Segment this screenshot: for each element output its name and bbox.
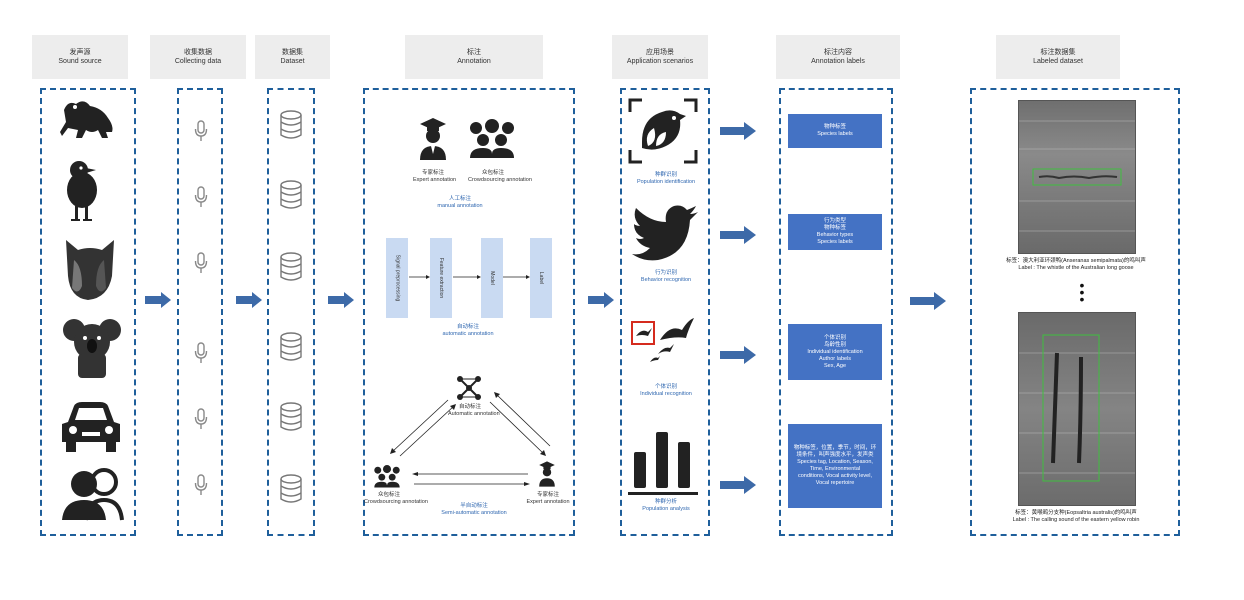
bird-icon — [67, 161, 97, 221]
ellipsis-dots: ••• — [1079, 277, 1085, 307]
car-icon — [62, 402, 120, 452]
pipeline-feature-extraction: Feature extraction — [430, 238, 452, 318]
microphone-icon — [194, 186, 208, 207]
pipeline-model: Model — [481, 238, 503, 318]
database-icon — [280, 180, 302, 209]
crowd-icon — [374, 465, 400, 488]
label-population: 物种标签，位置，季节，时间，环境条件，叫声强度水平，发声类 Species ta… — [788, 424, 882, 508]
pipeline-signal-preprocessing: Signal preprocessing — [386, 238, 408, 318]
microphone-icon — [194, 408, 208, 429]
semi-auto-arrows — [390, 392, 551, 486]
spectrogram-bottom — [1018, 312, 1136, 506]
flying-birds-icon — [631, 318, 694, 362]
bar-chart-icon — [628, 432, 698, 495]
koala-icon — [63, 319, 121, 378]
annotation-labels-box — [779, 88, 893, 536]
flow-arrow — [720, 476, 756, 494]
sound-source-box — [40, 88, 136, 536]
labeled-dataset-box — [970, 88, 1180, 536]
microphone-icon — [194, 474, 208, 495]
database-icon — [280, 332, 302, 361]
database-icon — [280, 402, 302, 431]
people-icon — [62, 468, 124, 521]
flow-arrow — [588, 292, 614, 308]
dataset-box — [267, 88, 315, 536]
network-icon — [457, 376, 481, 400]
pipeline-arrows — [409, 275, 530, 279]
flow-arrow — [720, 122, 756, 140]
flow-arrow — [910, 292, 946, 310]
frog-icon — [60, 101, 113, 138]
database-icon — [280, 110, 302, 139]
collecting-data-box — [177, 88, 223, 536]
owl-icon — [66, 240, 114, 300]
flow-arrow — [328, 292, 354, 308]
flow-arrow — [720, 346, 756, 364]
database-icon — [280, 474, 302, 503]
pipeline-label: Label — [530, 238, 552, 318]
annotation-box — [363, 88, 575, 536]
crowd-icon — [470, 119, 514, 158]
flow-arrow — [145, 292, 171, 308]
twitter-bird-icon — [632, 205, 698, 261]
flow-arrow — [720, 226, 756, 244]
expert-icon — [420, 118, 446, 160]
database-icon — [280, 252, 302, 281]
flow-arrow — [236, 292, 262, 308]
spectrogram-top — [1018, 100, 1136, 254]
microphone-icon — [194, 252, 208, 273]
application-scenarios-box — [620, 88, 710, 536]
bird-frame-icon — [628, 98, 698, 164]
microphone-icon — [194, 342, 208, 363]
microphone-icon — [194, 120, 208, 141]
expert-icon — [539, 461, 555, 487]
